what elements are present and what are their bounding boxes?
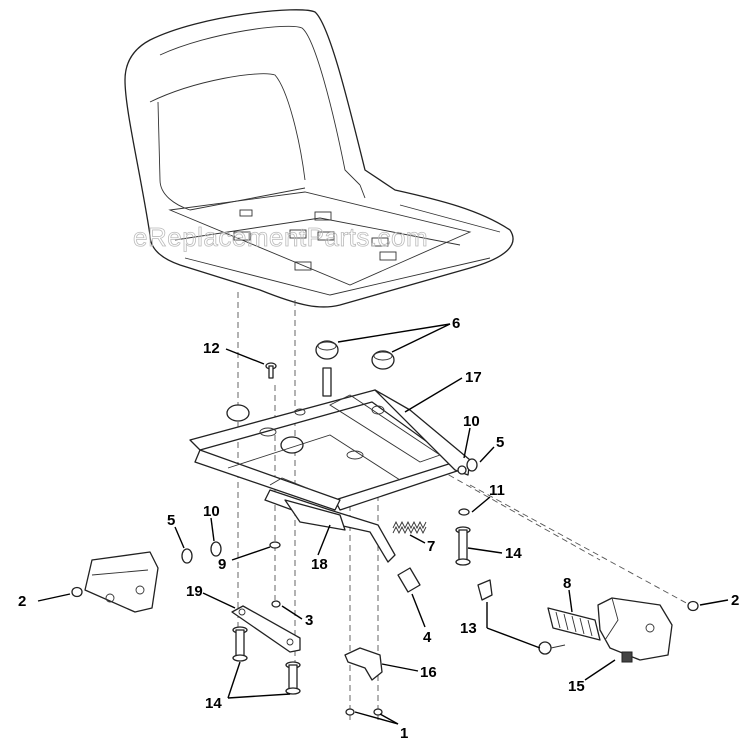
- watermark: eReplacementParts.com: [133, 222, 428, 252]
- callout-9: 9: [218, 556, 226, 573]
- callout-5-left: 5: [167, 512, 175, 529]
- callout-19: 19: [186, 583, 203, 600]
- callout-14-right: 14: [505, 545, 522, 562]
- callout-10-left: 10: [203, 503, 220, 520]
- right-side-bracket: [597, 597, 699, 663]
- callout-3: 3: [305, 612, 313, 629]
- link-plate: [231, 605, 301, 653]
- seat-bracket: [189, 389, 471, 511]
- adjustment-lever: [264, 477, 396, 563]
- spring-small: [392, 520, 427, 535]
- left-side-bracket: [71, 551, 159, 613]
- callout-17: 17: [465, 369, 482, 386]
- leader-lines: [37, 323, 729, 725]
- pivot-bracket: [344, 647, 383, 681]
- callout-14-left: 14: [205, 695, 222, 712]
- callout-2-left: 2: [18, 593, 26, 610]
- spring-large: [547, 607, 601, 641]
- seat: [124, 9, 514, 308]
- callout-15: 15: [568, 678, 585, 695]
- bolt-12: [265, 362, 277, 379]
- callout-7: 7: [427, 538, 435, 555]
- callout-2-right: 2: [731, 592, 739, 609]
- callout-11: 11: [489, 482, 505, 499]
- shoulder-bolts: [232, 526, 471, 695]
- callout-10-right: 10: [463, 413, 480, 430]
- callout-12: 12: [203, 340, 220, 357]
- callout-8: 8: [563, 575, 571, 592]
- callout-5-right: 5: [496, 434, 504, 451]
- nuts-washers-left: [181, 458, 478, 608]
- callout-labels: 6 12 17 10 5 11 14 5 10 9 18 7 2 19 3 4 …: [18, 315, 739, 742]
- callout-1: 1: [400, 725, 408, 742]
- lever-grip: [397, 567, 421, 593]
- screws-1: [345, 708, 383, 716]
- callout-4: 4: [423, 629, 432, 646]
- rubber-bumpers: [226, 340, 395, 454]
- callout-13: 13: [460, 620, 477, 637]
- callout-16: 16: [420, 664, 437, 681]
- callout-18: 18: [311, 556, 328, 573]
- callout-6: 6: [452, 315, 460, 332]
